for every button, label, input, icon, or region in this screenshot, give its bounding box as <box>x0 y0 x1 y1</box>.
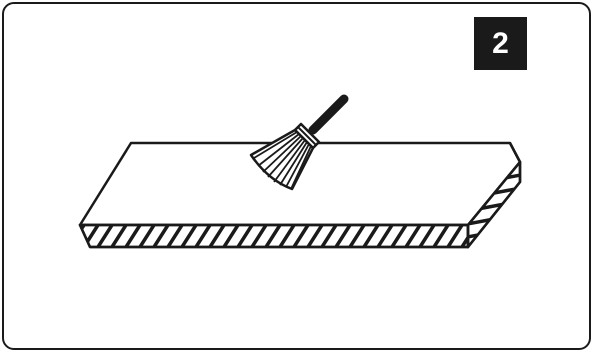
grain-hatch-line <box>264 225 282 247</box>
grain-hatch-line <box>152 225 170 247</box>
grain-hatch-line <box>194 225 212 247</box>
grain-hatch-line <box>236 225 254 247</box>
paint-brush-icon <box>249 94 349 191</box>
end-grain-hatch-line <box>462 252 526 264</box>
grain-hatch-line <box>208 225 226 247</box>
grain-hatch-line <box>446 225 464 247</box>
grain-hatch-line <box>110 225 128 247</box>
grain-hatch-line <box>166 225 184 247</box>
grain-hatch-line <box>138 225 156 247</box>
grain-hatch-line <box>250 225 268 247</box>
grain-hatch-line <box>320 225 338 247</box>
grain-hatch-line <box>362 225 380 247</box>
grain-hatch-line <box>96 225 114 247</box>
grain-hatch-line <box>390 225 408 247</box>
grain-hatch-line <box>418 225 436 247</box>
grain-hatch-line <box>292 225 310 247</box>
step-number-badge: 2 <box>474 17 527 70</box>
grain-hatch-line <box>180 225 198 247</box>
grain-hatch-line <box>306 225 324 247</box>
grain-hatch-line <box>376 225 394 247</box>
grain-hatch-line <box>404 225 422 247</box>
grain-hatch-line <box>124 225 142 247</box>
grain-hatch-line <box>278 225 296 247</box>
grain-hatch-line <box>334 225 352 247</box>
grain-hatch-line <box>460 225 468 247</box>
grain-hatch-line <box>432 225 450 247</box>
grain-hatch-line <box>222 225 240 247</box>
grain-hatch-line <box>348 225 366 247</box>
